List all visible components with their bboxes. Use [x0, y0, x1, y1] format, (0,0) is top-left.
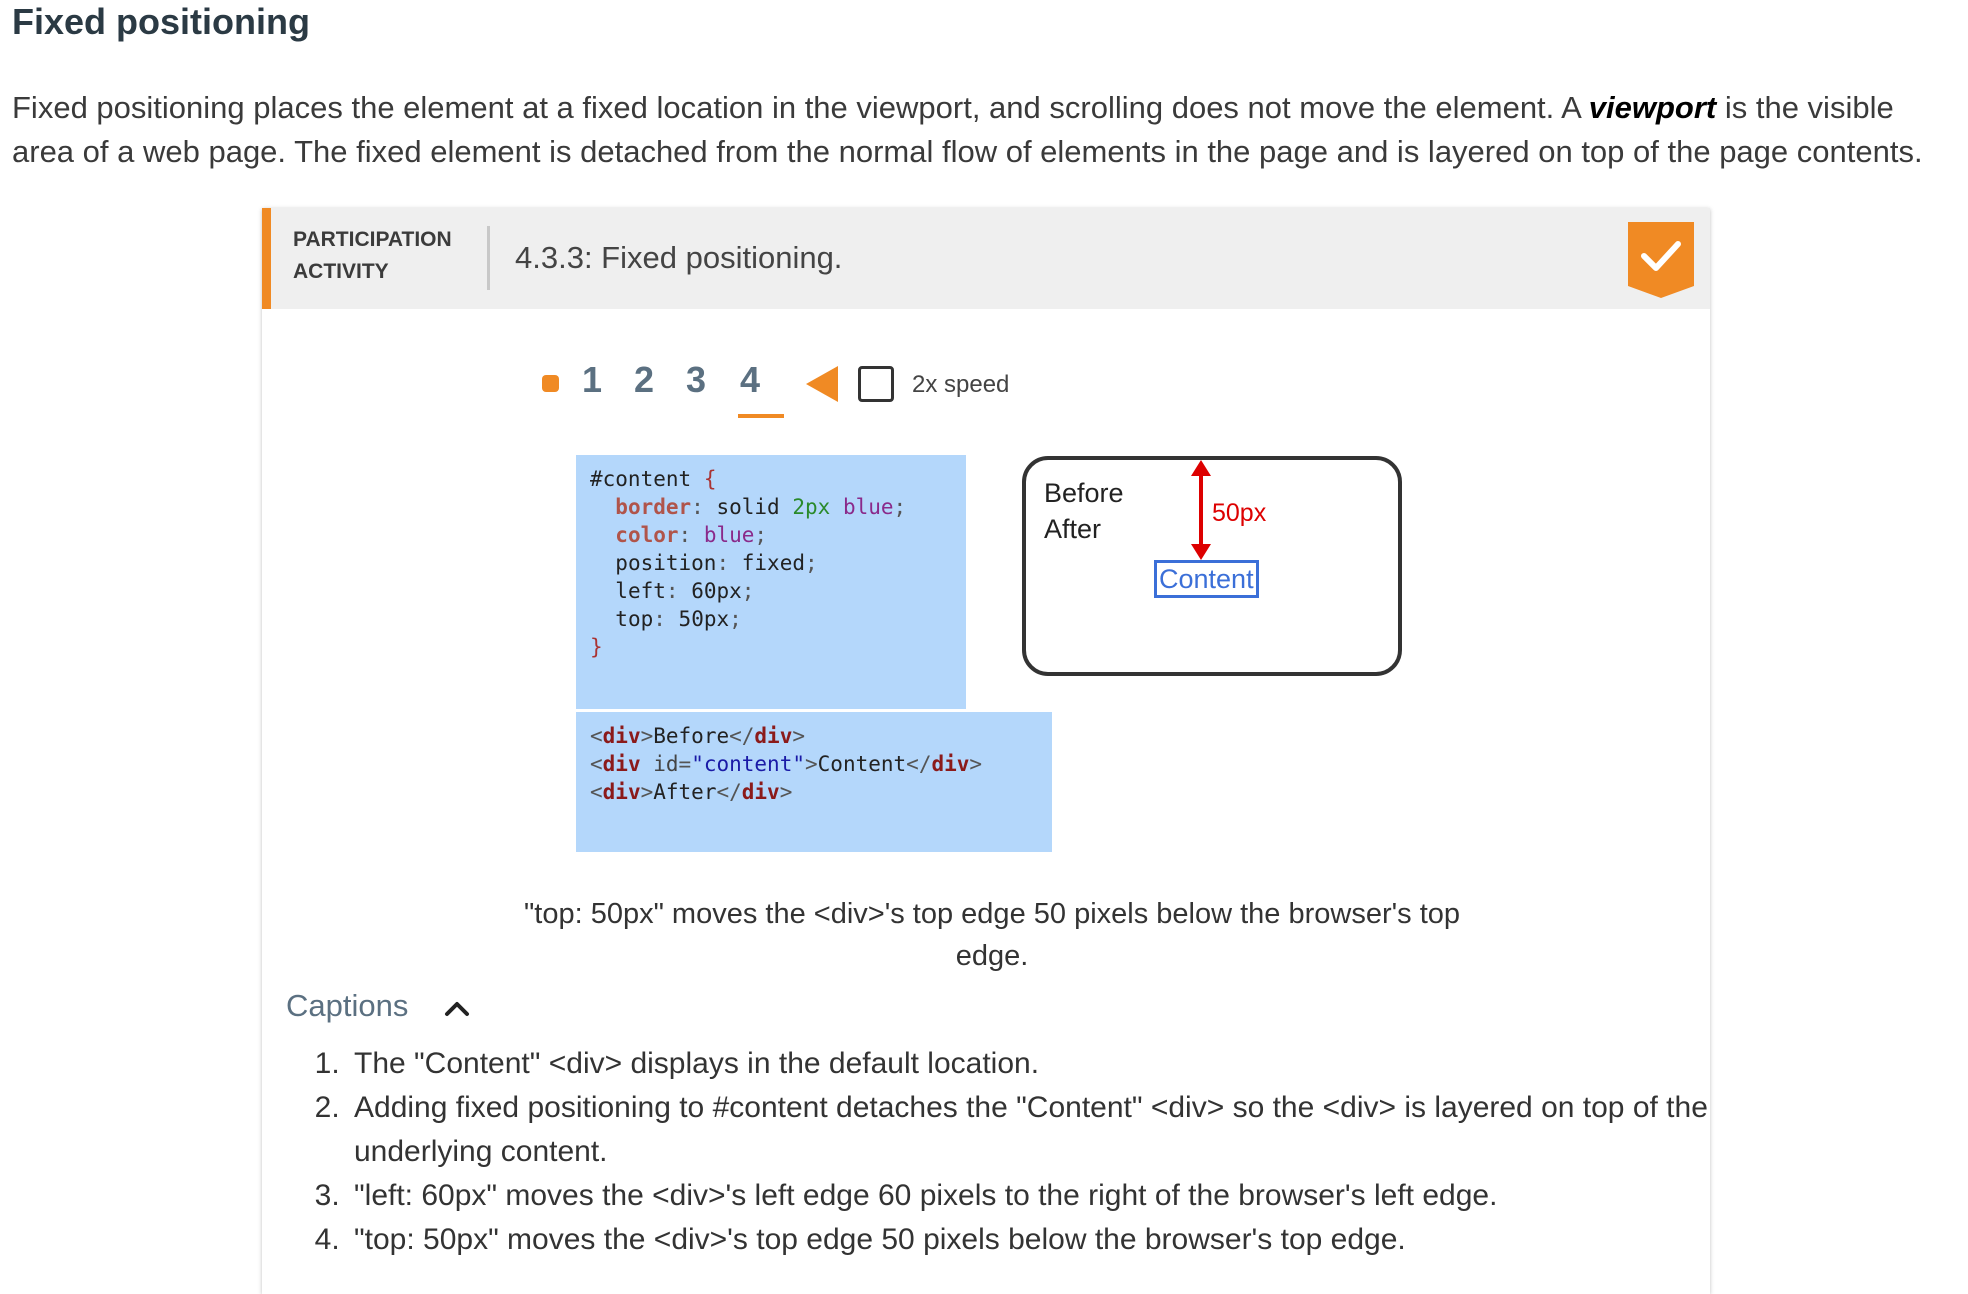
html-code-block: <div>Before</div> <div id="content">Cont…: [576, 712, 1052, 852]
intro-text-part1: Fixed positioning places the element at …: [12, 90, 1589, 125]
html-tag-close-2: div: [931, 752, 970, 776]
browser-viewport-illustration: Before After 50px Content: [1022, 456, 1402, 676]
checkmark-badge-icon: [1628, 222, 1694, 298]
activity-type: PARTICIPATION ACTIVITY: [293, 224, 473, 288]
css-code-block: #content { border: solid 2px blue; color…: [576, 455, 966, 709]
step-3-button[interactable]: 3: [686, 359, 707, 400]
section-heading: Fixed positioning: [12, 1, 310, 42]
activity-type-line1: PARTICIPATION: [293, 228, 452, 251]
intro-paragraph: Fixed positioning places the element at …: [12, 86, 1962, 174]
css-prop-left: left: [615, 579, 666, 603]
animation-controls: 1 2 3 4 2x speed: [542, 348, 1142, 418]
html-text-content: Content: [817, 752, 907, 776]
css-val-color: blue: [703, 523, 755, 547]
captions-list: The "Content" <div> displays in the defa…: [298, 1042, 1718, 1262]
intro-text-part2: is the visible area of a web page. The f…: [12, 90, 1923, 169]
css-val-border-style: solid: [716, 495, 780, 519]
browser-before-text: Before: [1044, 478, 1124, 508]
html-tag-close-3: div: [741, 780, 780, 804]
html-tag-open-3: div: [602, 780, 641, 804]
html-tag-open-2: div: [602, 752, 641, 776]
css-val-position: fixed: [741, 551, 805, 575]
start-dot-icon[interactable]: [542, 375, 559, 392]
css-selector: #content: [590, 467, 692, 491]
fixed-content-box: Content: [1154, 560, 1259, 598]
css-prop-top: top: [615, 607, 654, 631]
play-back-triangle-icon[interactable]: [802, 362, 842, 406]
css-val-left: 60px: [691, 579, 742, 603]
offset-label: 50px: [1212, 499, 1267, 527]
step-1-button[interactable]: 1: [582, 359, 603, 400]
speed-label: 2x speed: [912, 371, 1010, 398]
offset-arrow-icon: [1191, 460, 1211, 560]
css-val-border-width: 2px: [792, 495, 831, 519]
participation-activity: PARTICIPATION ACTIVITY 4.3.3: Fixed posi…: [262, 208, 1710, 1294]
css-open-brace: {: [703, 467, 717, 491]
html-attr-value: "content": [691, 752, 805, 776]
activity-title: 4.3.3: Fixed positioning.: [515, 240, 843, 275]
css-val-top: 50px: [678, 607, 730, 631]
css-prop-border: border: [615, 495, 692, 519]
css-prop-color: color: [615, 523, 679, 547]
html-attr-id: id: [653, 752, 679, 776]
caption-item: Adding fixed positioning to #content det…: [348, 1086, 1718, 1174]
captions-toggle[interactable]: Captions: [286, 988, 409, 1023]
css-val-border-color: blue: [842, 495, 894, 519]
css-prop-position: position: [615, 551, 717, 575]
html-tag-open-1: div: [602, 724, 641, 748]
step-2-button[interactable]: 2: [634, 359, 655, 400]
caption-item: The "Content" <div> displays in the defa…: [348, 1042, 1718, 1086]
speed-checkbox[interactable]: [858, 366, 894, 402]
css-close-brace: }: [590, 635, 603, 659]
html-text-after: After: [653, 780, 717, 804]
caption-item: "top: 50px" moves the <div>'s top edge 5…: [348, 1218, 1718, 1262]
current-step-caption: "top: 50px" moves the <div>'s top edge 5…: [523, 898, 1461, 972]
html-text-before: Before: [653, 724, 730, 748]
header-divider: [487, 226, 490, 290]
browser-after-text: After: [1044, 514, 1102, 544]
activity-header: PARTICIPATION ACTIVITY 4.3.3: Fixed posi…: [262, 208, 1710, 309]
caption-item: "left: 60px" moves the <div>'s left edge…: [348, 1174, 1718, 1218]
step-4-button[interactable]: 4: [740, 359, 761, 400]
html-tag-close-1: div: [754, 724, 793, 748]
chevron-up-icon[interactable]: [442, 998, 472, 1018]
current-step-indicator: [738, 414, 784, 418]
intro-term-viewport: viewport: [1588, 90, 1717, 125]
activity-type-line2: ACTIVITY: [293, 260, 389, 283]
